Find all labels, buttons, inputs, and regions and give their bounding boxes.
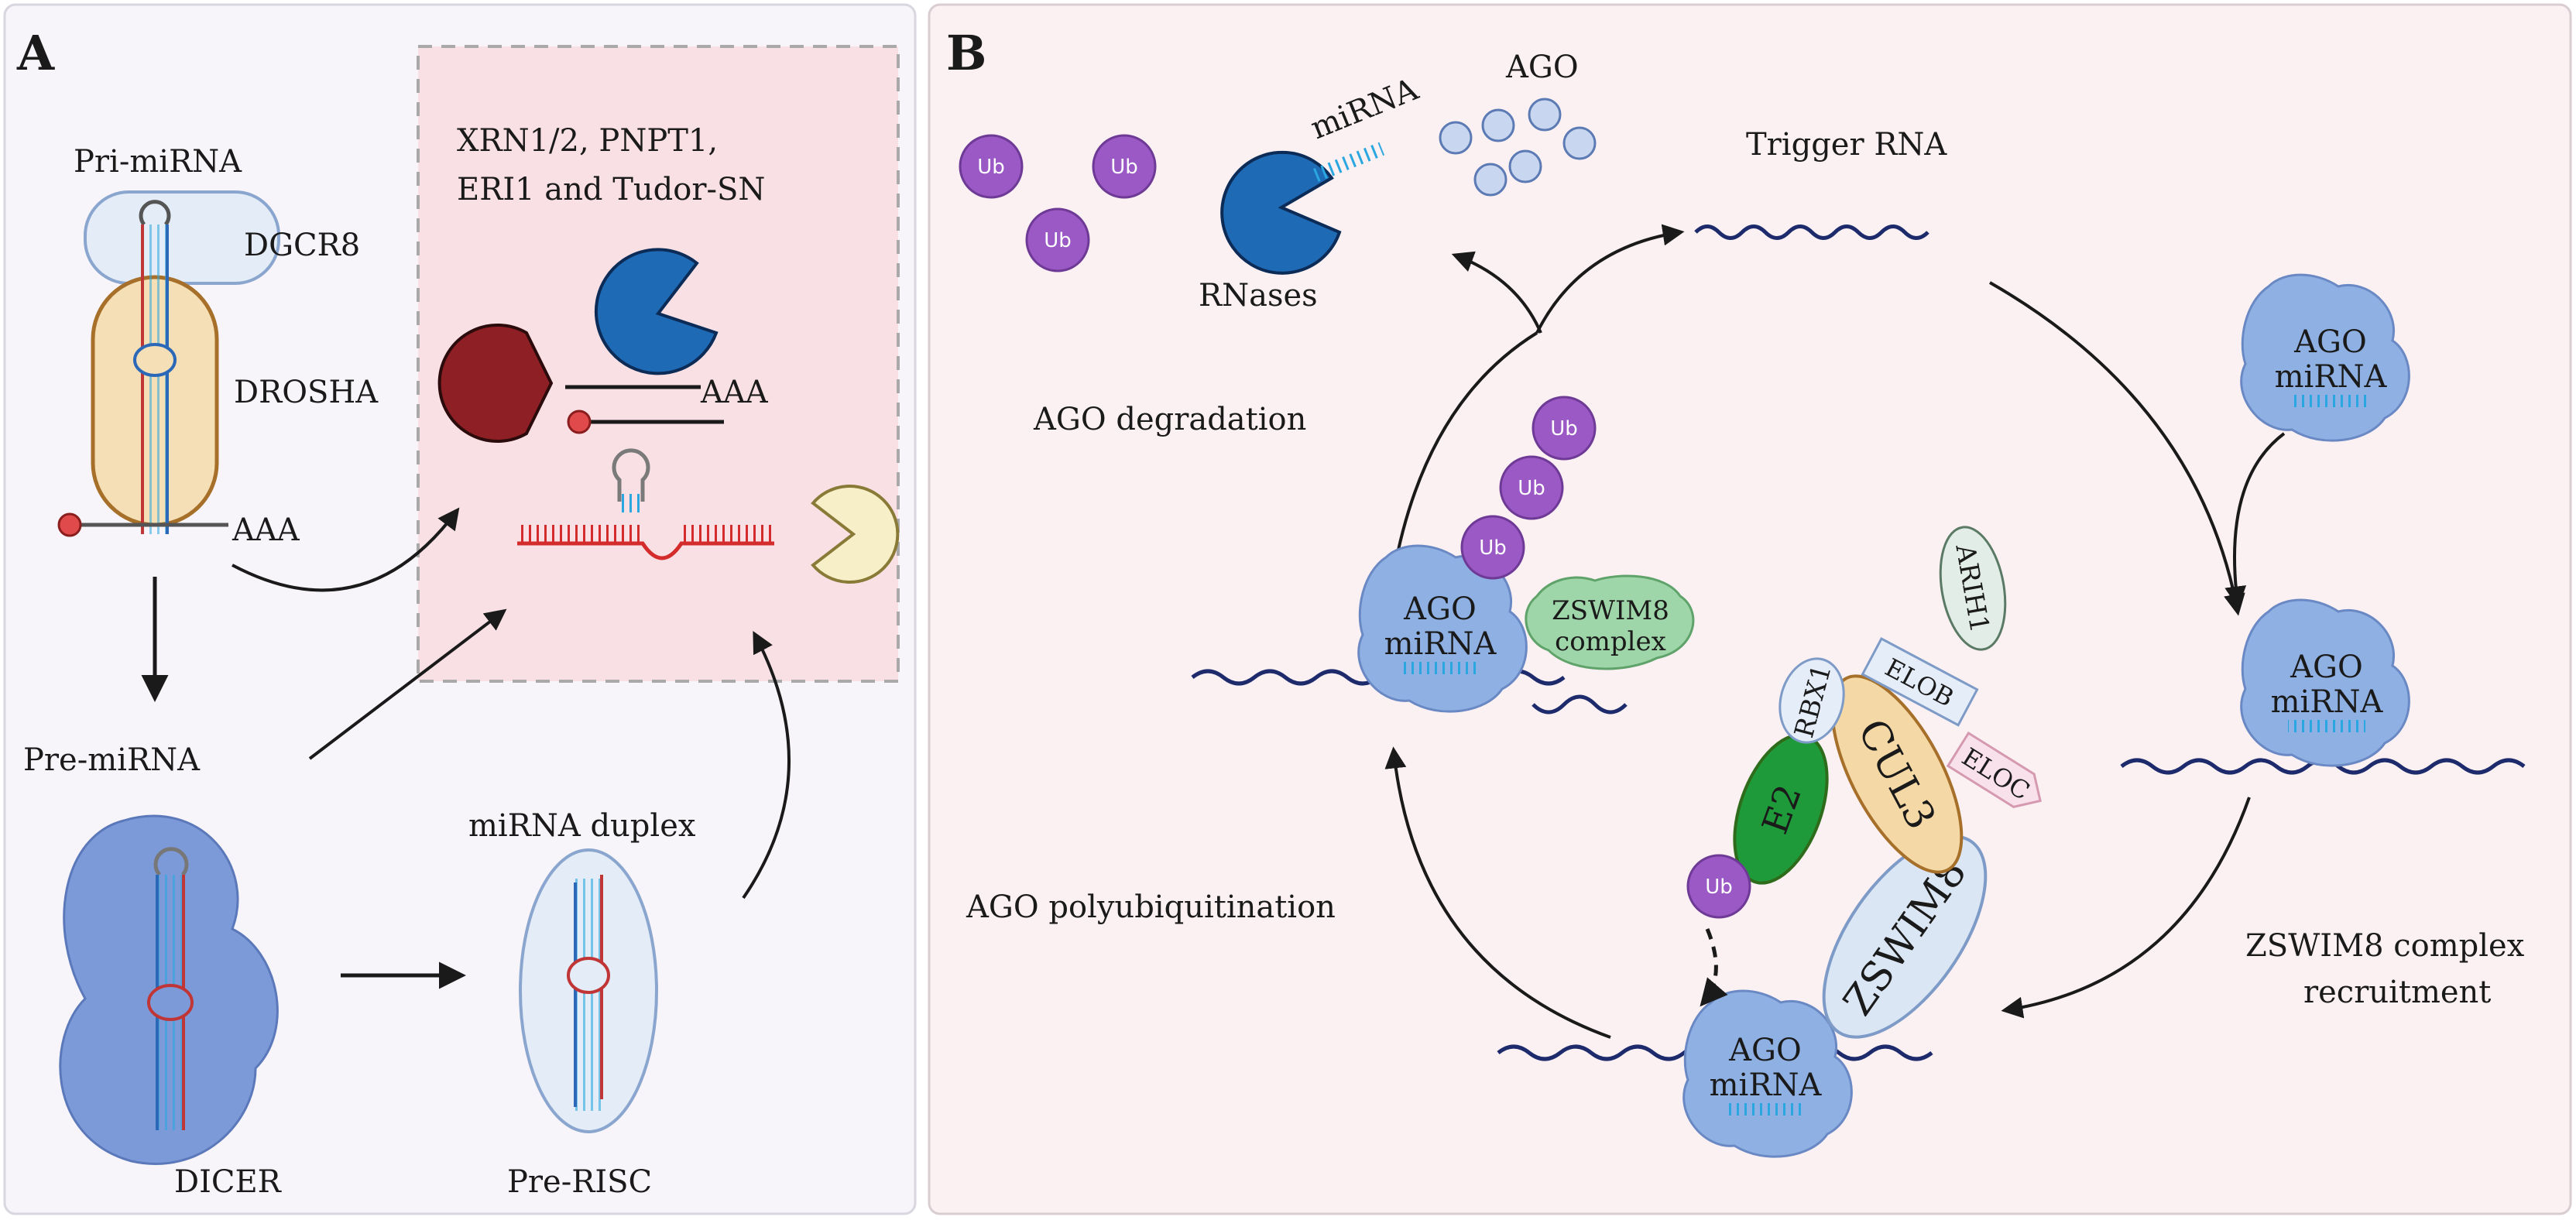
ub-icon xyxy=(1460,515,1525,580)
exonuclease-blue-icon xyxy=(594,248,719,375)
trigger-rna-label: Trigger RNA xyxy=(1746,127,1947,163)
aaa-pri-label: AAA xyxy=(232,512,300,548)
pre-risc-label: Pre-RISC xyxy=(507,1164,652,1200)
dicer-label: DICER xyxy=(174,1164,283,1200)
mirna-text: miRNA xyxy=(2275,359,2388,395)
ub-label: Ub xyxy=(1044,229,1072,252)
ub-icon xyxy=(1092,134,1157,199)
arrow-cycle-right-bottom xyxy=(2001,797,2251,1019)
ago-mirna-complex-free: AGO miRNA xyxy=(2240,273,2410,442)
ago-blob xyxy=(1682,989,1853,1158)
arih1-subunit: ARIH1 xyxy=(1939,526,2007,651)
rbx1-subunit: RBX1 xyxy=(1779,657,1845,744)
e2-subunit: E2 xyxy=(1733,733,1829,885)
enzymes-label-line2: ERI1 and Tudor-SN xyxy=(457,172,765,207)
free-ago-cluster xyxy=(1439,98,1597,197)
zswim8-recruitment-line2: recruitment xyxy=(2303,975,2491,1010)
rna-left-tail xyxy=(1532,694,1628,715)
ub-on-e2: Ub xyxy=(1686,854,1751,919)
rnase-icon xyxy=(1220,150,1342,275)
ub-label: Ub xyxy=(1550,417,1578,440)
ago-text: AGO xyxy=(2290,649,2363,685)
ub-chain-2: Ub xyxy=(1499,455,1564,520)
pri-mirna-label: Pri-miRNA xyxy=(74,144,242,180)
arrow-cycle-right-top xyxy=(1989,281,2245,616)
arrow-cycle-left-bottom xyxy=(1384,746,1611,1039)
ago-free-label: AGO xyxy=(1505,50,1579,85)
free-ub-3: Ub xyxy=(1025,207,1090,272)
ub-icon xyxy=(1686,854,1751,919)
mirna-fragment-icon xyxy=(1311,142,1385,183)
ago-mirna-complex-bottom: AGO miRNA xyxy=(1682,989,1853,1158)
pre-mirna-label: Pre-miRNA xyxy=(23,742,201,778)
ub-label: Ub xyxy=(1110,156,1138,179)
ub-transfer-dashed-arrow xyxy=(1700,928,1728,1007)
mirna-text: miRNA xyxy=(1384,626,1497,662)
ago-blob xyxy=(1357,544,1528,713)
free-ub-2: Ub xyxy=(1092,134,1157,199)
rnases-label: RNases xyxy=(1199,278,1318,314)
exonuclease-yellow-icon xyxy=(811,485,900,584)
zswim8-complex-line1: ZSWIM8 xyxy=(1552,595,1669,626)
arrow-pri-to-enzymes xyxy=(232,507,460,592)
enzymes-label-line1: XRN1/2, PNPT1, xyxy=(457,123,718,159)
pri-cap-dot xyxy=(57,512,82,537)
free-ub-1: Ub xyxy=(959,134,1024,199)
pri-mirna-hairpin xyxy=(133,200,177,534)
ago-blob xyxy=(2240,598,2410,767)
arrow-cycle-left-top xyxy=(1392,331,1538,574)
pre-mirna-hairpin xyxy=(147,847,194,1130)
ub-label: Ub xyxy=(1705,876,1733,899)
aaa-box-label: AAA xyxy=(700,375,769,410)
zswim8-recruitment-line1: ZSWIM8 complex xyxy=(2245,928,2525,964)
mirna-duplex-icon xyxy=(567,875,610,1111)
ub-icon xyxy=(1532,396,1597,461)
ub-chain-3: Ub xyxy=(1532,396,1597,461)
arrow-pre-to-enzymes xyxy=(308,608,507,760)
zswim8-complex-line2: complex xyxy=(1555,626,1666,657)
ub-label: Ub xyxy=(977,156,1005,179)
ub-icon xyxy=(1499,455,1564,520)
arrow-to-rnases xyxy=(1451,251,1542,334)
arrow-ago-join xyxy=(2224,432,2286,608)
zswim8-complex-blob: ZSWIM8 complex xyxy=(1525,574,1695,670)
ago-text: AGO xyxy=(2293,324,2367,360)
ub-chain-1: Ub xyxy=(1460,515,1525,580)
ub-chain: Ub Ub Ub xyxy=(1460,396,1597,580)
ub-label: Ub xyxy=(1479,536,1507,560)
panel-b-label: B xyxy=(946,25,986,81)
panel-a: A XRN1/2, PNPT1, ERI1 and Tudor-SN AAA P… xyxy=(3,3,917,1215)
e3-ligase-complex: ZSWIM8 CUL3 E2 RBX1 ELOB xyxy=(1686,526,2042,1039)
dgcr8-label: DGCR8 xyxy=(244,228,360,263)
mirna-text: miRNA xyxy=(2271,684,2384,720)
arrow-prerisc-to-enzymes xyxy=(742,631,791,900)
panel-a-label: A xyxy=(16,25,55,81)
arrow-cycle-top xyxy=(1535,224,1685,334)
ago-polyubiquitination-label: AGO polyubiquitination xyxy=(966,889,1336,925)
exonuclease-red-icon xyxy=(437,324,554,443)
small-hairpin-icon xyxy=(612,448,650,512)
mirna-duplex-label: miRNA duplex xyxy=(468,808,696,844)
ago-degradation-label: AGO degradation xyxy=(1033,402,1306,437)
mirna-text: miRNA xyxy=(1710,1068,1823,1103)
ago-mirna-complex-right: AGO miRNA xyxy=(2240,598,2410,767)
ub-label: Ub xyxy=(1518,477,1545,500)
ub-icon xyxy=(1025,207,1090,272)
cap-red-dot xyxy=(567,410,592,434)
ago-mirna-complex-left: AGO miRNA xyxy=(1357,544,1528,713)
ago-text: AGO xyxy=(1728,1033,1802,1068)
ub-icon xyxy=(959,134,1024,199)
trigger-rna-strand xyxy=(1694,224,1929,240)
panel-b: B Ub Ub Ub miRNA RNases AGO T xyxy=(928,3,2572,1215)
drosha-label: DROSHA xyxy=(234,375,379,410)
panel-b-background xyxy=(928,3,2572,1215)
ago-text: AGO xyxy=(1403,591,1477,627)
degraded-mirna-strand xyxy=(517,525,774,560)
